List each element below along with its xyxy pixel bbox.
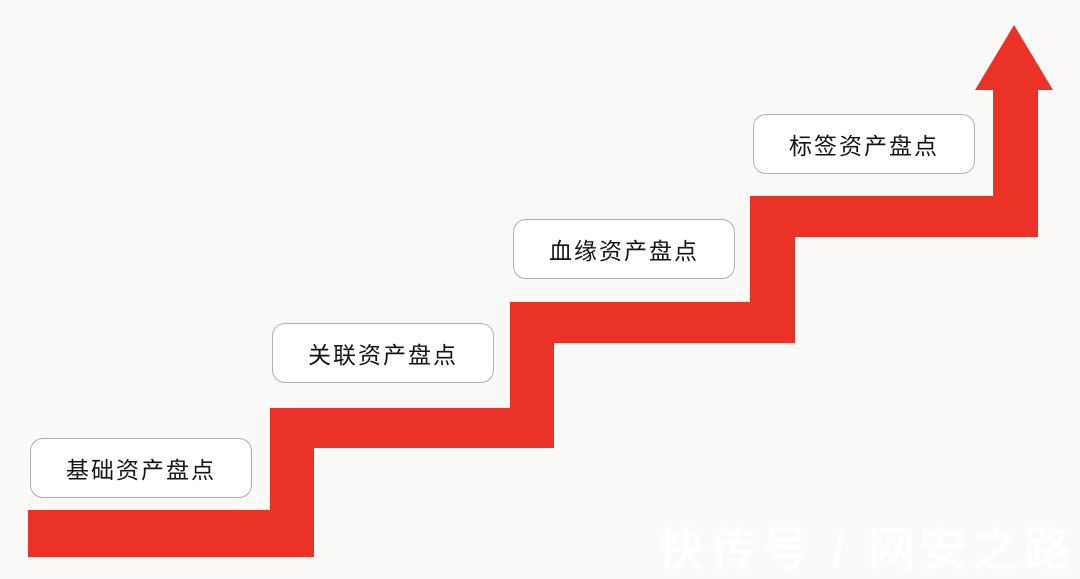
step-box-label-assets: 标签资产盘点: [753, 114, 975, 174]
watermark: 快传号 / 网安之路: [657, 523, 1076, 576]
step-box-related-assets: 关联资产盘点: [272, 323, 494, 383]
step-box-lineage-assets: 血缘资产盘点: [513, 219, 735, 279]
step-box-basic-assets: 基础资产盘点: [30, 438, 252, 498]
staircase-up-arrow-shape: [28, 25, 1053, 557]
